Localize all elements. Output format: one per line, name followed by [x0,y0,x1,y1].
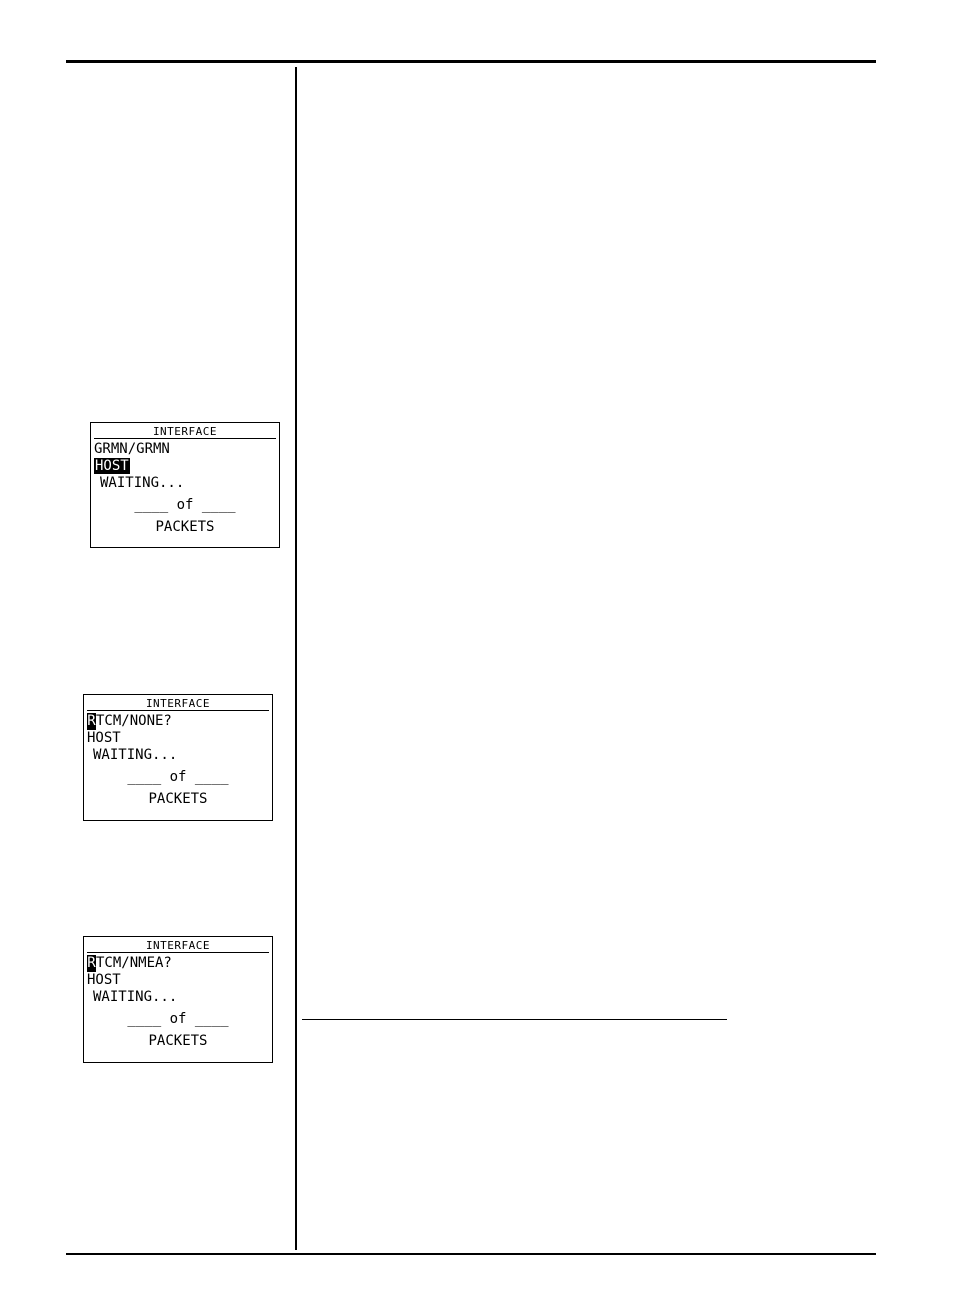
mode-field: HOST [87,972,121,988]
format-field: TCM/NONE? [96,713,172,729]
status-text: WAITING... [93,989,178,1005]
screen-title: INTERFACE [87,937,269,953]
mode-field: HOST [87,730,121,746]
interface-screen-rtcm-nmea: INTERFACE RTCM/NMEA? HOST WAITING... ___… [83,936,273,1063]
interface-screen-grmn: INTERFACE GRMN/GRMN HOST WAITING... ____… [90,422,280,548]
cursor-block: R [87,713,96,730]
interface-screen-rtcm-none: INTERFACE RTCM/NONE? HOST WAITING... ___… [83,694,273,821]
format-field: TCM/NMEA? [96,955,172,971]
status-text: WAITING... [100,475,185,491]
mode-field-highlighted: HOST [94,458,130,474]
packets-label: PACKETS [155,519,215,535]
format-field: GRMN/GRMN [94,441,170,457]
packet-counter: ____ of ____ [134,497,236,513]
screen-title: INTERFACE [87,695,269,711]
footer-rule [66,1253,876,1255]
column-divider [295,67,297,1250]
cursor-block: R [87,955,96,972]
header-rule [66,60,876,63]
packets-label: PACKETS [148,791,208,807]
packet-counter: ____ of ____ [127,1011,229,1027]
screen-title: INTERFACE [94,423,276,439]
status-text: WAITING... [93,747,178,763]
footnote-rule [302,1019,727,1020]
packet-counter: ____ of ____ [127,769,229,785]
packets-label: PACKETS [148,1033,208,1049]
